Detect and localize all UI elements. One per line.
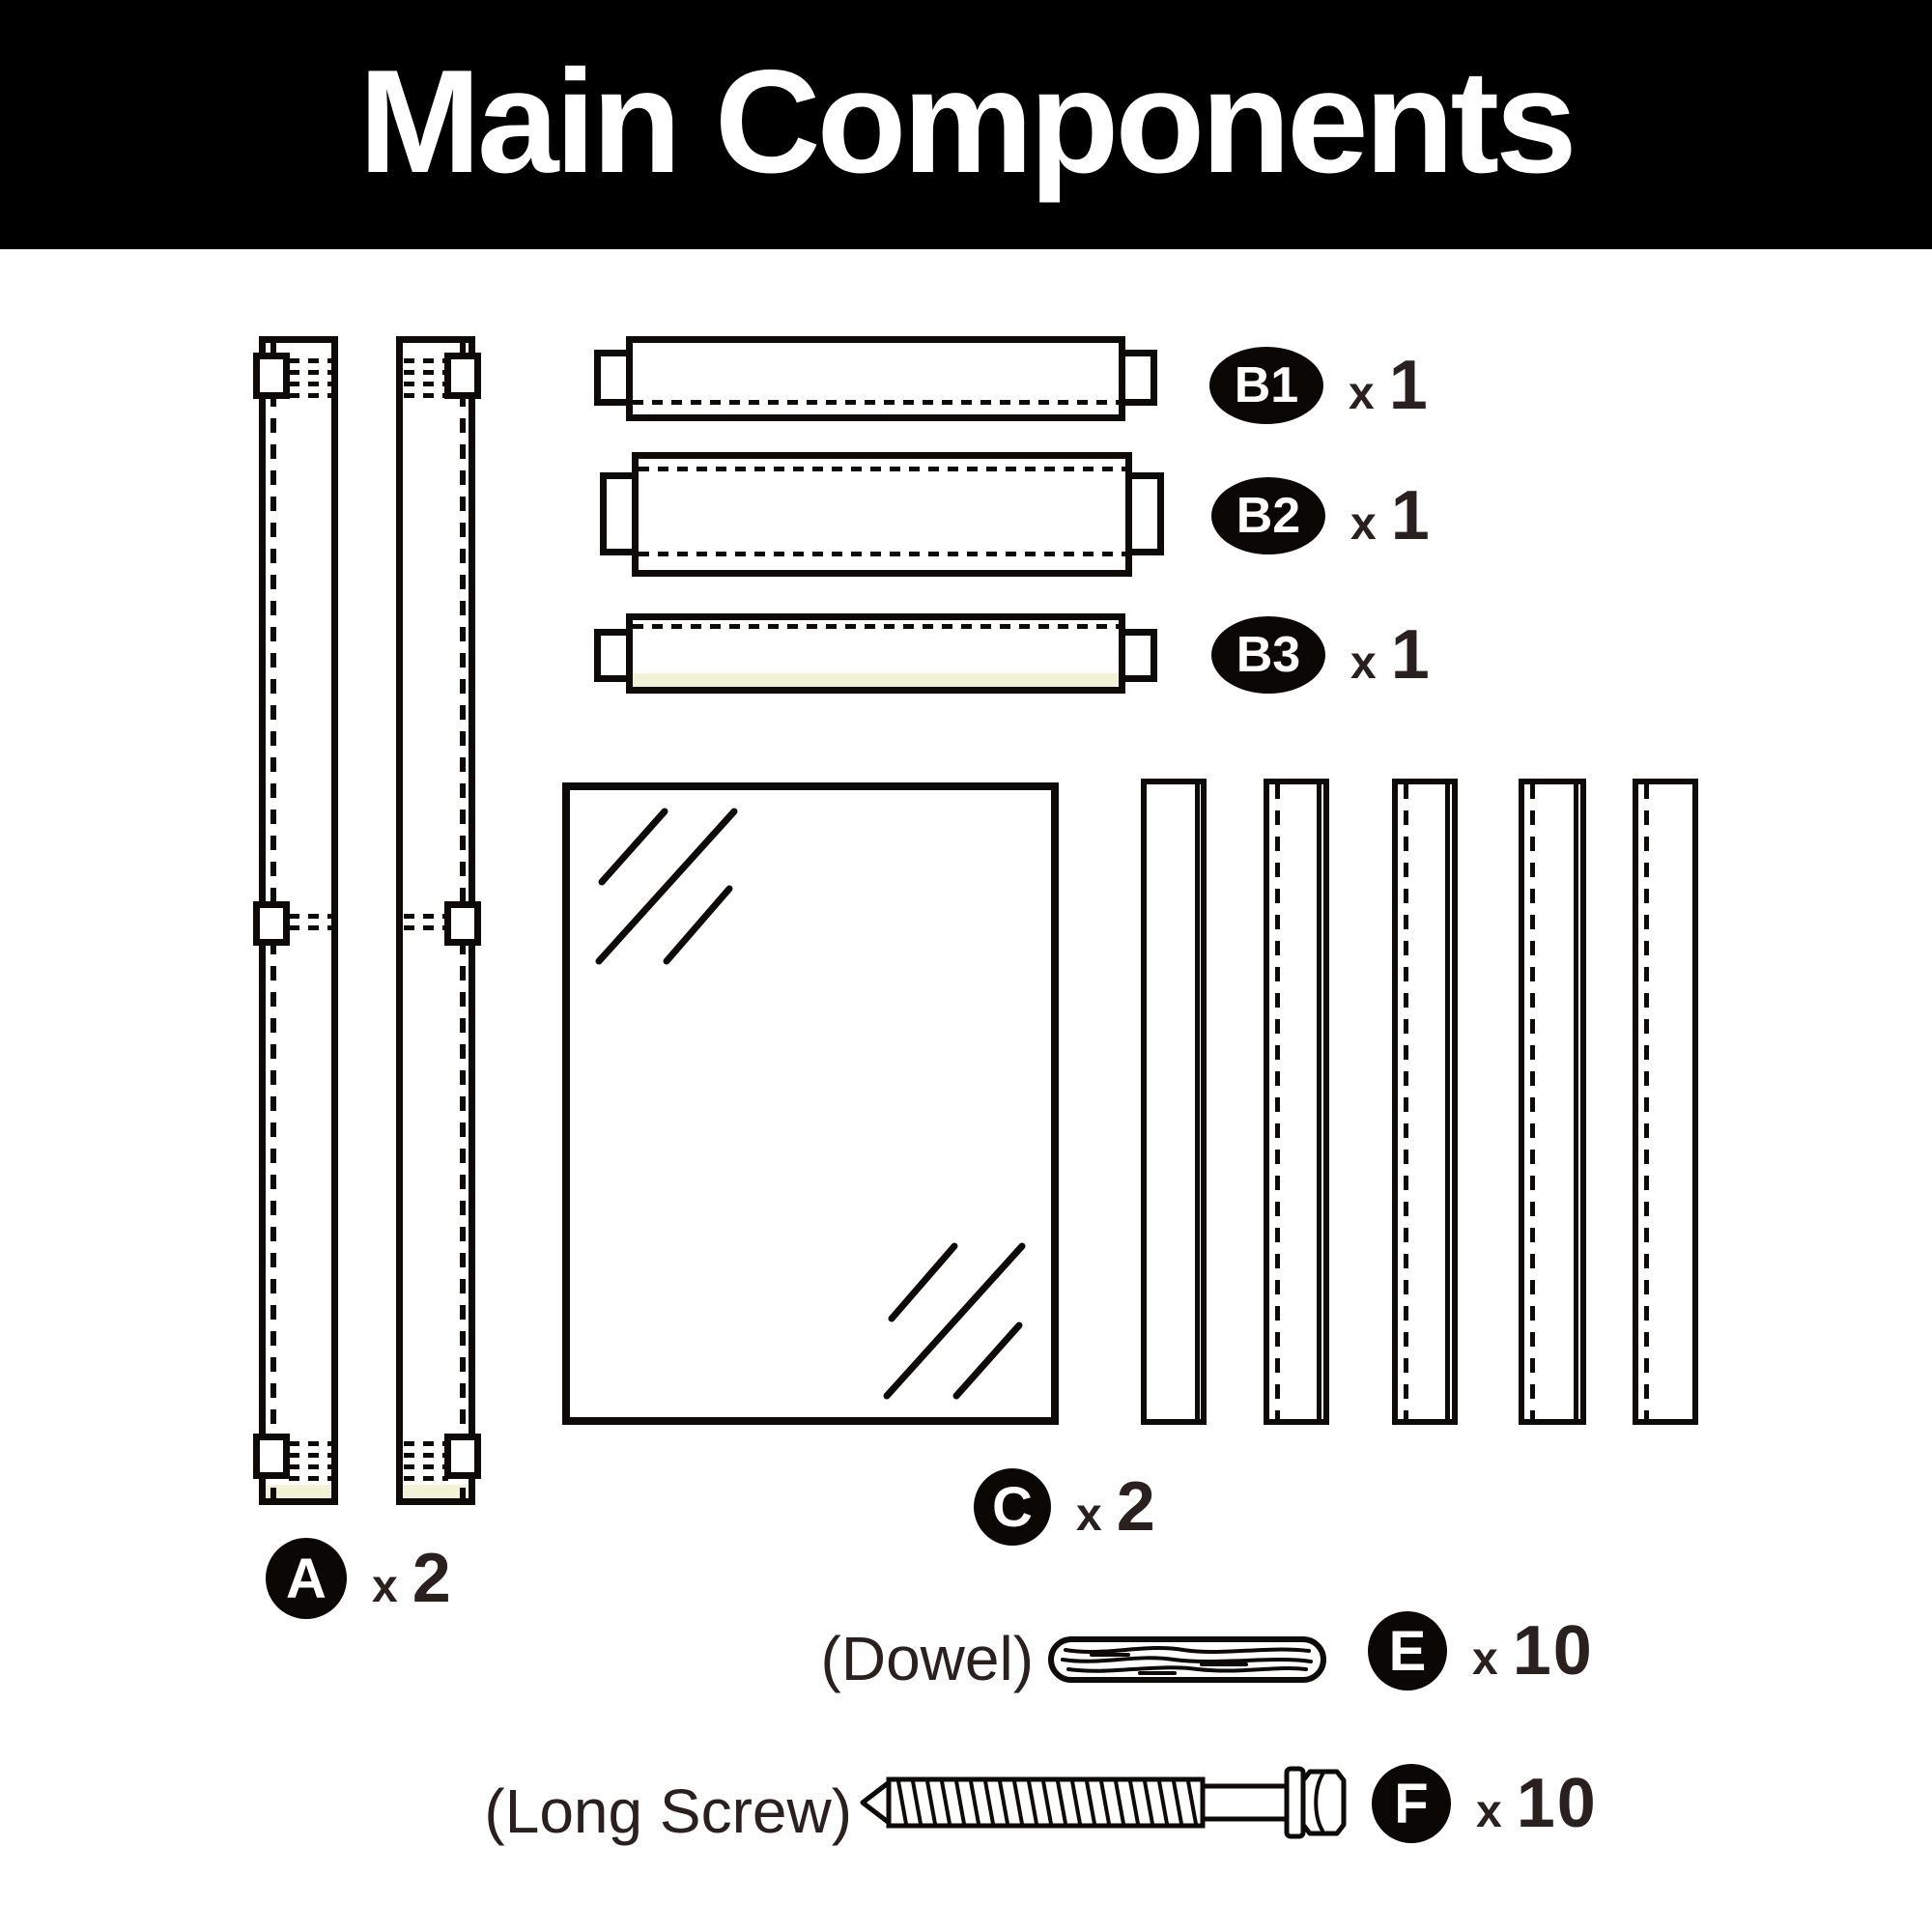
connector-tab bbox=[600, 472, 639, 555]
dashed-hidden-line bbox=[1644, 784, 1649, 1419]
edge-strip bbox=[404, 1485, 468, 1498]
dashed-hidden-line bbox=[289, 1441, 333, 1446]
dashed-hidden-line bbox=[404, 370, 448, 375]
part-badge-f: F bbox=[1372, 1764, 1451, 1843]
part-name-long-screw: (Long Screw) bbox=[484, 1776, 852, 1846]
part-badge-a: A bbox=[266, 1538, 347, 1619]
dashed-hidden-line bbox=[289, 393, 333, 398]
dashed-hidden-line bbox=[404, 1464, 448, 1469]
edge-strip bbox=[267, 1485, 330, 1498]
part-name-dowel: (Dowel) bbox=[820, 1624, 1034, 1693]
dashed-hidden-line bbox=[633, 624, 1119, 629]
dowel-illustration bbox=[1048, 1636, 1326, 1683]
glass-panel-c bbox=[562, 782, 1059, 1425]
connector-tab bbox=[444, 353, 481, 399]
slat-edge-line bbox=[1574, 784, 1578, 1419]
slat-edge-line bbox=[1317, 784, 1321, 1419]
dashed-hidden-line bbox=[1530, 784, 1535, 1419]
dashed-hidden-line bbox=[1404, 784, 1408, 1419]
dashed-hidden-line bbox=[289, 1453, 333, 1458]
dashed-hidden-line bbox=[289, 370, 333, 375]
dashed-hidden-line bbox=[639, 552, 1125, 556]
connector-tab bbox=[1125, 472, 1164, 555]
dashed-hidden-line bbox=[289, 1464, 333, 1469]
slat-edge-line bbox=[1195, 784, 1200, 1419]
dashed-hidden-line bbox=[404, 358, 448, 363]
dashed-hidden-line bbox=[404, 1441, 448, 1446]
dashed-hidden-line bbox=[289, 914, 333, 919]
connector-tab bbox=[444, 901, 481, 946]
dashed-hidden-line bbox=[404, 914, 448, 919]
dashed-hidden-line bbox=[404, 925, 448, 930]
connector-tab bbox=[594, 350, 633, 406]
connector-tab bbox=[444, 1434, 481, 1479]
dashed-hidden-line bbox=[633, 400, 1119, 405]
slat bbox=[1633, 779, 1698, 1425]
dashed-hidden-line bbox=[289, 382, 333, 386]
part-badge-b1: B1 bbox=[1209, 347, 1323, 424]
dashed-hidden-line bbox=[289, 925, 333, 930]
dashed-hidden-line bbox=[1275, 784, 1280, 1419]
connector-tab bbox=[594, 629, 633, 682]
dashed-hidden-line bbox=[404, 382, 448, 386]
connector-tab bbox=[253, 353, 290, 399]
edge-strip bbox=[633, 673, 1119, 687]
dashed-hidden-line bbox=[289, 1476, 333, 1481]
screw-illustration bbox=[860, 1766, 1347, 1839]
part-badge-c: C bbox=[974, 1468, 1051, 1546]
connector-tab bbox=[253, 901, 290, 946]
connector-tab bbox=[1119, 629, 1157, 682]
rail-b1 bbox=[626, 336, 1125, 421]
dashed-hidden-line bbox=[404, 393, 448, 398]
page-title: Main Components bbox=[358, 40, 1577, 204]
connector-tab bbox=[1119, 350, 1157, 406]
dashed-hidden-line bbox=[289, 358, 333, 363]
dashed-hidden-line bbox=[639, 467, 1125, 471]
dashed-hidden-line bbox=[404, 1476, 448, 1481]
part-badge-e: E bbox=[1368, 1611, 1447, 1690]
slat-edge-line bbox=[1445, 784, 1450, 1419]
header-bar: Main Components bbox=[0, 0, 1932, 249]
part-badge-b2: B2 bbox=[1211, 477, 1325, 554]
connector-tab bbox=[253, 1434, 290, 1479]
dashed-hidden-line bbox=[404, 1453, 448, 1458]
part-badge-b3: B3 bbox=[1211, 616, 1325, 694]
